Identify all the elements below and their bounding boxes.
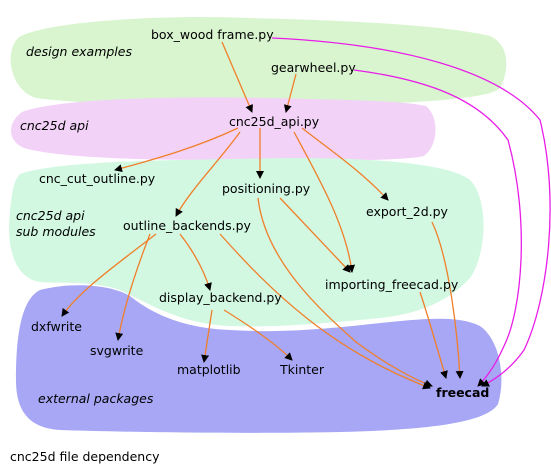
edge-export-freecad [431,221,464,379]
node-positioning: positioning.py [222,181,311,196]
edge-importing-freecad [419,291,448,379]
cnc25d-api-region [11,97,436,161]
node-svgwrite: svgwrite [90,343,144,358]
edge-display-tkinter [223,309,293,361]
edge-api-export [301,127,389,201]
node-cnc-cut-outline: cnc_cut_outline.py [39,171,156,186]
design-examples-region [10,16,507,107]
design-examples-label: design examples [26,44,132,59]
edge-api-outline [175,131,241,217]
edge-gearwheel-freecad [353,69,522,387]
node-box-wood-frame: box_wood frame.py [151,27,274,42]
external-packages-label: external packages [38,391,154,406]
edge-api-cutoutline [114,127,239,173]
edge-outline-svg [115,233,151,341]
diagram-caption: cnc25d file dependency [10,449,160,464]
sub-modules-label-line1: cnc25d api [16,208,85,223]
node-outline-backends: outline_backends.py [123,218,252,233]
edge-outline-freecad [219,233,431,390]
edge-outline-display [179,233,212,291]
edge-gearwheel-api [283,73,297,113]
edge-positioning-importing [279,197,351,273]
external-packages-region [16,285,502,433]
node-export-2d: export_2d.py [366,204,449,219]
dependency-edges [61,41,464,390]
node-cnc25d-api: cnc25d_api.py [229,114,320,129]
sub-modules-region [9,158,484,327]
cnc25d-api-label: cnc25d api [20,118,89,133]
node-dxfwrite: dxfwrite [31,319,82,334]
edge-display-matplotlib [201,309,213,363]
node-gearwheel: gearwheel.py [271,60,356,75]
edge-outline-dxf [61,233,157,317]
freecad-direct-edges [271,37,551,387]
edge-positioning-freecad [257,197,433,388]
node-display-backend: display_backend.py [159,290,282,305]
edge-boxwood-freecad [271,37,551,387]
node-importing-freecad: importing_freecad.py [325,277,459,292]
node-tkinter: Tkinter [279,362,325,377]
node-freecad: freecad [436,385,489,400]
node-matplotlib: matplotlib [177,362,241,377]
edge-api-importing [293,131,356,273]
edge-boxwood-api [221,41,253,113]
sub-modules-label-line2: sub modules [16,224,96,239]
